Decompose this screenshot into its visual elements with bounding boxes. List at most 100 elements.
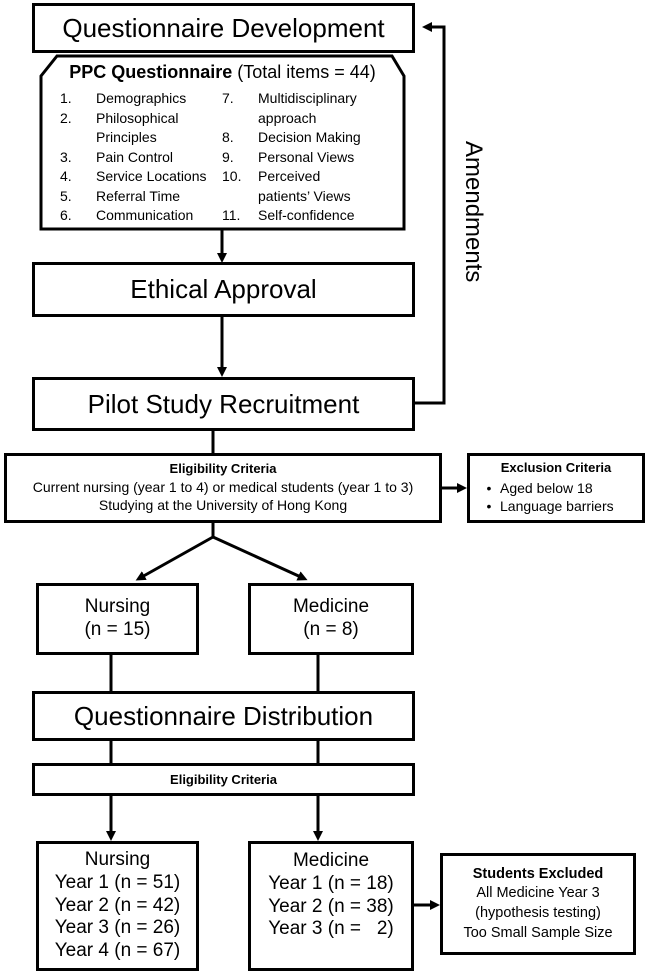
exclusion-item: • Aged below 18 xyxy=(478,479,634,497)
students-excluded-box: Students Excluded All Medicine Year 3 (h… xyxy=(440,853,636,955)
ppc-item-line: Decision Making xyxy=(258,129,361,145)
ppc-item: 10. Perceived patients’ Views xyxy=(222,167,400,206)
ppc-item-text: Decision Making xyxy=(258,128,361,148)
ppc-item: 7. Multidisciplinary approach xyxy=(222,89,400,128)
pilot-medicine-count: (n = 8) xyxy=(303,619,359,640)
ppc-item: 9. Personal Views xyxy=(222,148,400,168)
nursing-year: Year 3 (n = 26) xyxy=(54,917,181,939)
exclusion-title: Exclusion Criteria xyxy=(500,460,612,475)
ppc-item-line: Demographics xyxy=(96,90,187,106)
questionnaire-distribution-label: Questionnaire Distribution xyxy=(73,700,374,731)
ppc-item-text: Perceived patients’ Views xyxy=(258,167,351,206)
ppc-item: 8. Decision Making xyxy=(222,128,400,148)
medicine-cohort-label: Medicine xyxy=(292,850,370,871)
ppc-item-text: Pain Control xyxy=(96,148,173,168)
ppc-item-text: Service Locations xyxy=(96,167,207,187)
ppc-item-text: Demographics xyxy=(96,89,186,109)
ppc-item-number: 6. xyxy=(60,207,72,223)
ppc-item: 11. Self-confidence xyxy=(222,206,400,226)
ppc-item-line: Communication xyxy=(96,207,194,223)
pilot-study-label: Pilot Study Recruitment xyxy=(87,388,360,419)
ppc-item: 4. Service Locations xyxy=(60,167,220,187)
exclusion-item: • Language barriers xyxy=(478,497,634,515)
questionnaire-distribution-box: Questionnaire Distribution xyxy=(32,691,415,741)
ppc-item: 1. Demographics xyxy=(60,89,220,109)
ppc-item-text: Self-confidence xyxy=(258,206,355,226)
ppc-title-rest: (Total items = 44) xyxy=(232,62,376,82)
exclusion-item-text: Language barriers xyxy=(500,498,614,515)
ppc-item-text: Referral Time xyxy=(96,187,180,207)
eligibility-line2: Studying at the University of Hong Kong xyxy=(98,497,348,514)
ethical-approval-box: Ethical Approval xyxy=(32,262,415,317)
questionnaire-development-box: Questionnaire Development xyxy=(32,3,415,53)
eligibility-criteria-box: Eligibility Criteria Current nursing (ye… xyxy=(4,453,442,523)
bullet-icon: • xyxy=(486,498,492,515)
amendments-label: Amendments xyxy=(460,141,487,283)
ethical-approval-label: Ethical Approval xyxy=(130,274,317,304)
ppc-item-text: Communication xyxy=(96,206,193,226)
nursing-year: Year 2 (n = 42) xyxy=(54,894,181,916)
ppc-item-number: 4. xyxy=(60,168,72,184)
ppc-item-text: Personal Views xyxy=(258,148,354,168)
ppc-items-right: 7. Multidisciplinary approach 8. Decision Ma… xyxy=(222,89,400,226)
pilot-nursing-count: (n = 15) xyxy=(84,619,151,640)
arrow-to-pilot-nursing xyxy=(135,535,214,581)
pilot-medicine-box: Medicine (n = 8) xyxy=(248,583,414,655)
students-excluded-title: Students Excluded xyxy=(472,865,604,882)
ppc-item-number: 11. xyxy=(222,207,241,223)
ppc-item-line: patients’ Views xyxy=(258,187,351,204)
ppc-title-bold: PPC Questionnaire xyxy=(69,62,233,82)
exclusion-criteria-box: Exclusion Criteria • Aged below 18 • Lan… xyxy=(467,453,645,523)
eligibility-criteria-2-box: Eligibility Criteria xyxy=(32,763,415,796)
nursing-year: Year 4 (n = 67) xyxy=(54,940,181,962)
students-excluded-line: Too Small Sample Size xyxy=(463,924,613,941)
pilot-nursing-label: Nursing xyxy=(84,596,151,618)
ppc-item-number: 1. xyxy=(60,90,72,106)
pilot-study-box: Pilot Study Recruitment xyxy=(32,377,415,431)
ppc-item-number: 3. xyxy=(60,148,72,165)
medicine-cohort-box: Medicine Year 1 (n = 18) Year 2 (n = 38)… xyxy=(248,841,414,971)
arrow-amendments-loop xyxy=(411,22,446,405)
ppc-item-text: Multidisciplinary approach xyxy=(258,89,357,128)
ppc-item-line: Service Locations xyxy=(96,168,207,184)
nursing-year: Year 1 (n = 51) xyxy=(54,871,181,893)
nursing-cohort-box: Nursing Year 1 (n = 51) Year 2 (n = 42) … xyxy=(36,841,199,971)
medicine-year: Year 2 (n = 38) xyxy=(268,895,394,917)
ppc-item-line: Referral Time xyxy=(96,187,181,204)
ppc-item-number: 10. xyxy=(222,168,242,184)
pilot-medicine-label: Medicine xyxy=(292,596,370,618)
ppc-item-line: Philosophical xyxy=(96,109,179,126)
ppc-title: PPC Questionnaire (Total items = 44) xyxy=(41,62,404,83)
ppc-item-line: Self-confidence xyxy=(258,207,355,223)
ppc-item-number: 8. xyxy=(222,129,234,145)
ppc-item-line: Multidisciplinary xyxy=(258,90,357,106)
ppc-item-number: 2. xyxy=(60,109,72,126)
ppc-item-line: Principles xyxy=(96,129,157,145)
ppc-item: 5. Referral Time xyxy=(60,187,220,207)
questionnaire-development-label: Questionnaire Development xyxy=(62,12,385,43)
medicine-year: Year 3 (n = 2) xyxy=(268,918,394,940)
ppc-item-line: Personal Views xyxy=(258,148,355,165)
ppc-item: 3. Pain Control xyxy=(60,148,220,168)
students-excluded-line: (hypothesis testing) xyxy=(475,905,601,921)
medicine-year: Year 1 (n = 18) xyxy=(268,872,394,894)
ppc-item-number: 9. xyxy=(222,148,234,165)
eligibility-line1: Current nursing (year 1 to 4) or medical… xyxy=(32,479,414,496)
pilot-nursing-box: Nursing (n = 15) xyxy=(36,583,199,655)
arrow-to-pilot-medicine xyxy=(212,535,308,581)
eligibility-title: Eligibility Criteria xyxy=(169,461,277,477)
ppc-item-number: 5. xyxy=(60,187,72,204)
nursing-cohort-label: Nursing xyxy=(84,849,151,870)
bullet-icon: • xyxy=(486,479,492,496)
ppc-item-line: Perceived xyxy=(258,168,321,184)
ppc-item-line: approach xyxy=(258,109,317,126)
ppc-item-number: 7. xyxy=(222,90,234,106)
students-excluded-line: All Medicine Year 3 xyxy=(476,885,600,902)
ppc-item-line: Pain Control xyxy=(96,148,174,165)
eligibility-2-title: Eligibility Criteria xyxy=(170,772,277,787)
